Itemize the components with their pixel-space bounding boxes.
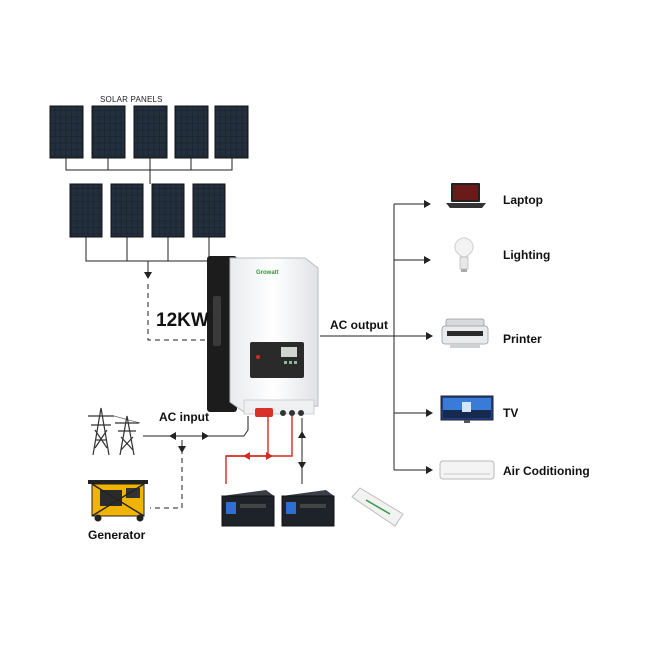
hybrid-inverter (207, 256, 319, 417)
load-label-printer: Printer (503, 332, 542, 346)
solar-panel-icon (214, 105, 249, 159)
load-label-air-conditioning: Air Coditioning (503, 464, 590, 478)
wifi-dongle-icon (351, 487, 404, 527)
battery-link (225, 413, 306, 484)
solar-panel-row-bottom (69, 183, 226, 238)
solar-panels-label: SOLAR PANELS (100, 95, 163, 104)
solar-panel-icon (192, 183, 226, 238)
battery-pack-icon (221, 490, 275, 527)
solar-panel-icon (49, 105, 84, 159)
top-row-wiring (65, 158, 233, 184)
printer-icon (441, 318, 489, 348)
solar-panel-icon (69, 183, 103, 238)
solar-panel-icon (91, 105, 126, 159)
generator-icon (88, 480, 148, 522)
solar-panel-icon (133, 105, 168, 159)
load-label-laptop: Laptop (503, 193, 543, 207)
light-bulb-icon (454, 237, 474, 272)
pv-dc-line (144, 261, 213, 341)
solar-panel-icon (110, 183, 144, 238)
bottom-row-wiring (85, 237, 210, 262)
ac-input-label: AC input (159, 410, 209, 424)
generator-label: Generator (88, 528, 146, 542)
inverter-brand-logo: Growatt (256, 270, 279, 276)
power-rating-label: 12KW (156, 310, 209, 331)
laptop-icon (446, 183, 486, 208)
solar-panel-icon (174, 105, 209, 159)
load-label-lighting: Lighting (503, 248, 551, 262)
ac-output-bus (320, 200, 433, 474)
ac-output-label: AC output (330, 318, 388, 332)
tv-icon (440, 395, 494, 423)
battery-pack-icon (281, 490, 335, 527)
load-label-tv: TV (503, 406, 519, 420)
air-conditioner-icon (439, 460, 495, 480)
solar-panel-icon (151, 183, 185, 238)
ac-input-line (143, 416, 249, 509)
power-tower-icon (88, 407, 141, 456)
solar-panel-row-top (49, 105, 249, 159)
